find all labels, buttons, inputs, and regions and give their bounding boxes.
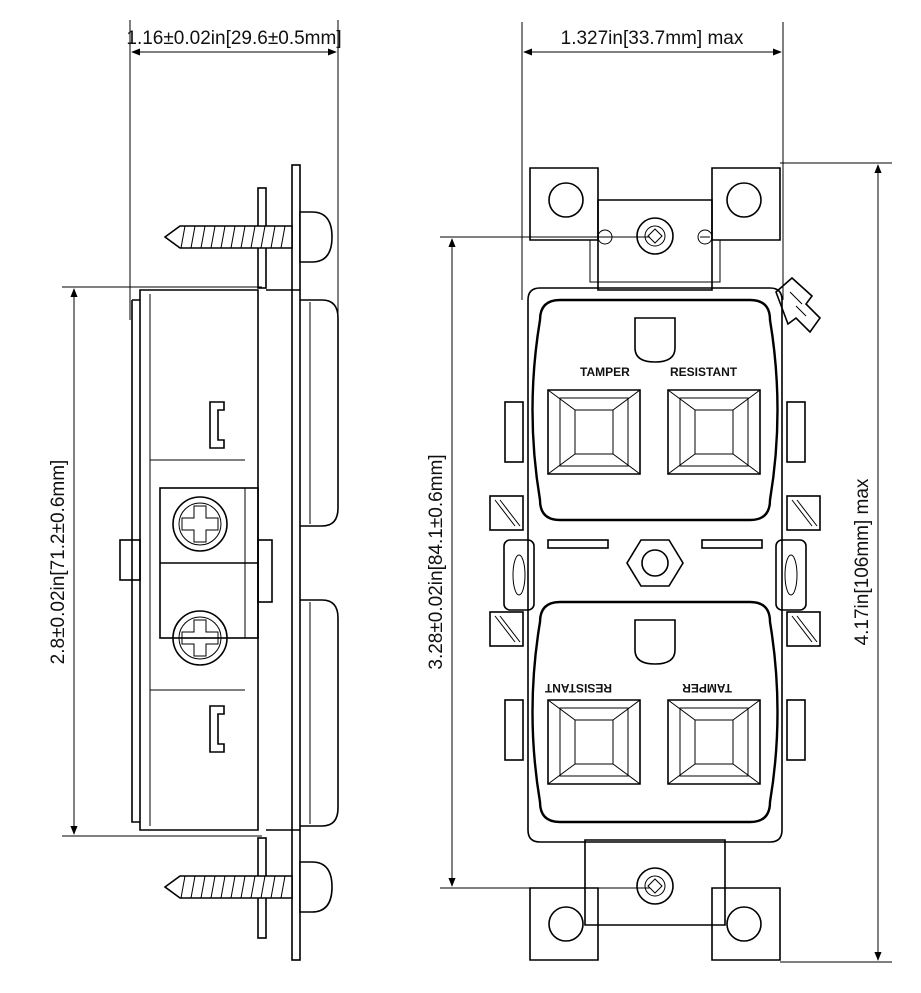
lower-left-slot: [547, 699, 641, 785]
mounting-strap-side: [257, 164, 301, 961]
side-terminal-left: [489, 401, 535, 761]
top-mounting-screw-side: [163, 211, 333, 263]
upper-outlet-face: TAMPER RESISTANT: [531, 298, 779, 522]
side-view: 1.16±0.02in[29.6±0.5mm] 2.8±0.02in[71.2±…: [48, 20, 342, 961]
lower-ground-slot: [634, 619, 676, 665]
terminal-screw-lower: [172, 610, 228, 666]
upper-resistant-label: RESISTANT: [670, 365, 738, 379]
front-width-dimension: 1.327in[33.7mm] max: [521, 22, 784, 300]
side-width-dimension: 1.16±0.02in[29.6±0.5mm]: [126, 20, 342, 320]
bottom-mounting-screw-side: [163, 861, 333, 913]
front-total-height-dimension: 4.17in[106mm] max: [780, 162, 892, 963]
upper-left-slot: [547, 389, 641, 475]
side-height-label: 2.8±0.02in[71.2±0.6mm]: [48, 460, 69, 665]
side-width-label: 1.16±0.02in[29.6±0.5mm]: [126, 28, 341, 49]
side-terminal-right: [775, 401, 821, 761]
bottom-mounting-ears: [529, 839, 781, 961]
lower-tamper-label: TAMPER: [682, 681, 732, 695]
lower-resistant-label: RESISTANT: [544, 681, 612, 695]
upper-right-slot: [667, 389, 761, 475]
side-height-dimension: 2.8±0.02in[71.2±0.6mm]: [48, 286, 262, 837]
upper-ground-slot: [634, 317, 676, 363]
front-mount-height-dimension: 3.28±0.02in[84.1±0.6mm]: [426, 236, 650, 889]
receptacle-body-front: [527, 287, 783, 843]
lower-outlet-face: RESISTANT TAMPER: [531, 600, 779, 824]
terminal-screw-upper: [172, 496, 228, 552]
front-total-height-label: 4.17in[106mm] max: [852, 478, 873, 645]
upper-tamper-label: TAMPER: [580, 365, 630, 379]
top-mounting-ears: [529, 167, 781, 291]
receptacle-body-side: [119, 289, 339, 831]
front-width-label: 1.327in[33.7mm] max: [561, 28, 744, 49]
center-screw: [547, 539, 763, 587]
front-mount-height-label: 3.28±0.02in[84.1±0.6mm]: [426, 454, 447, 669]
front-view: 1.327in[33.7mm] max 3.28±0.02in[84.1±0.6…: [426, 22, 892, 963]
lower-right-slot: [667, 699, 761, 785]
ground-clip: [775, 276, 822, 334]
